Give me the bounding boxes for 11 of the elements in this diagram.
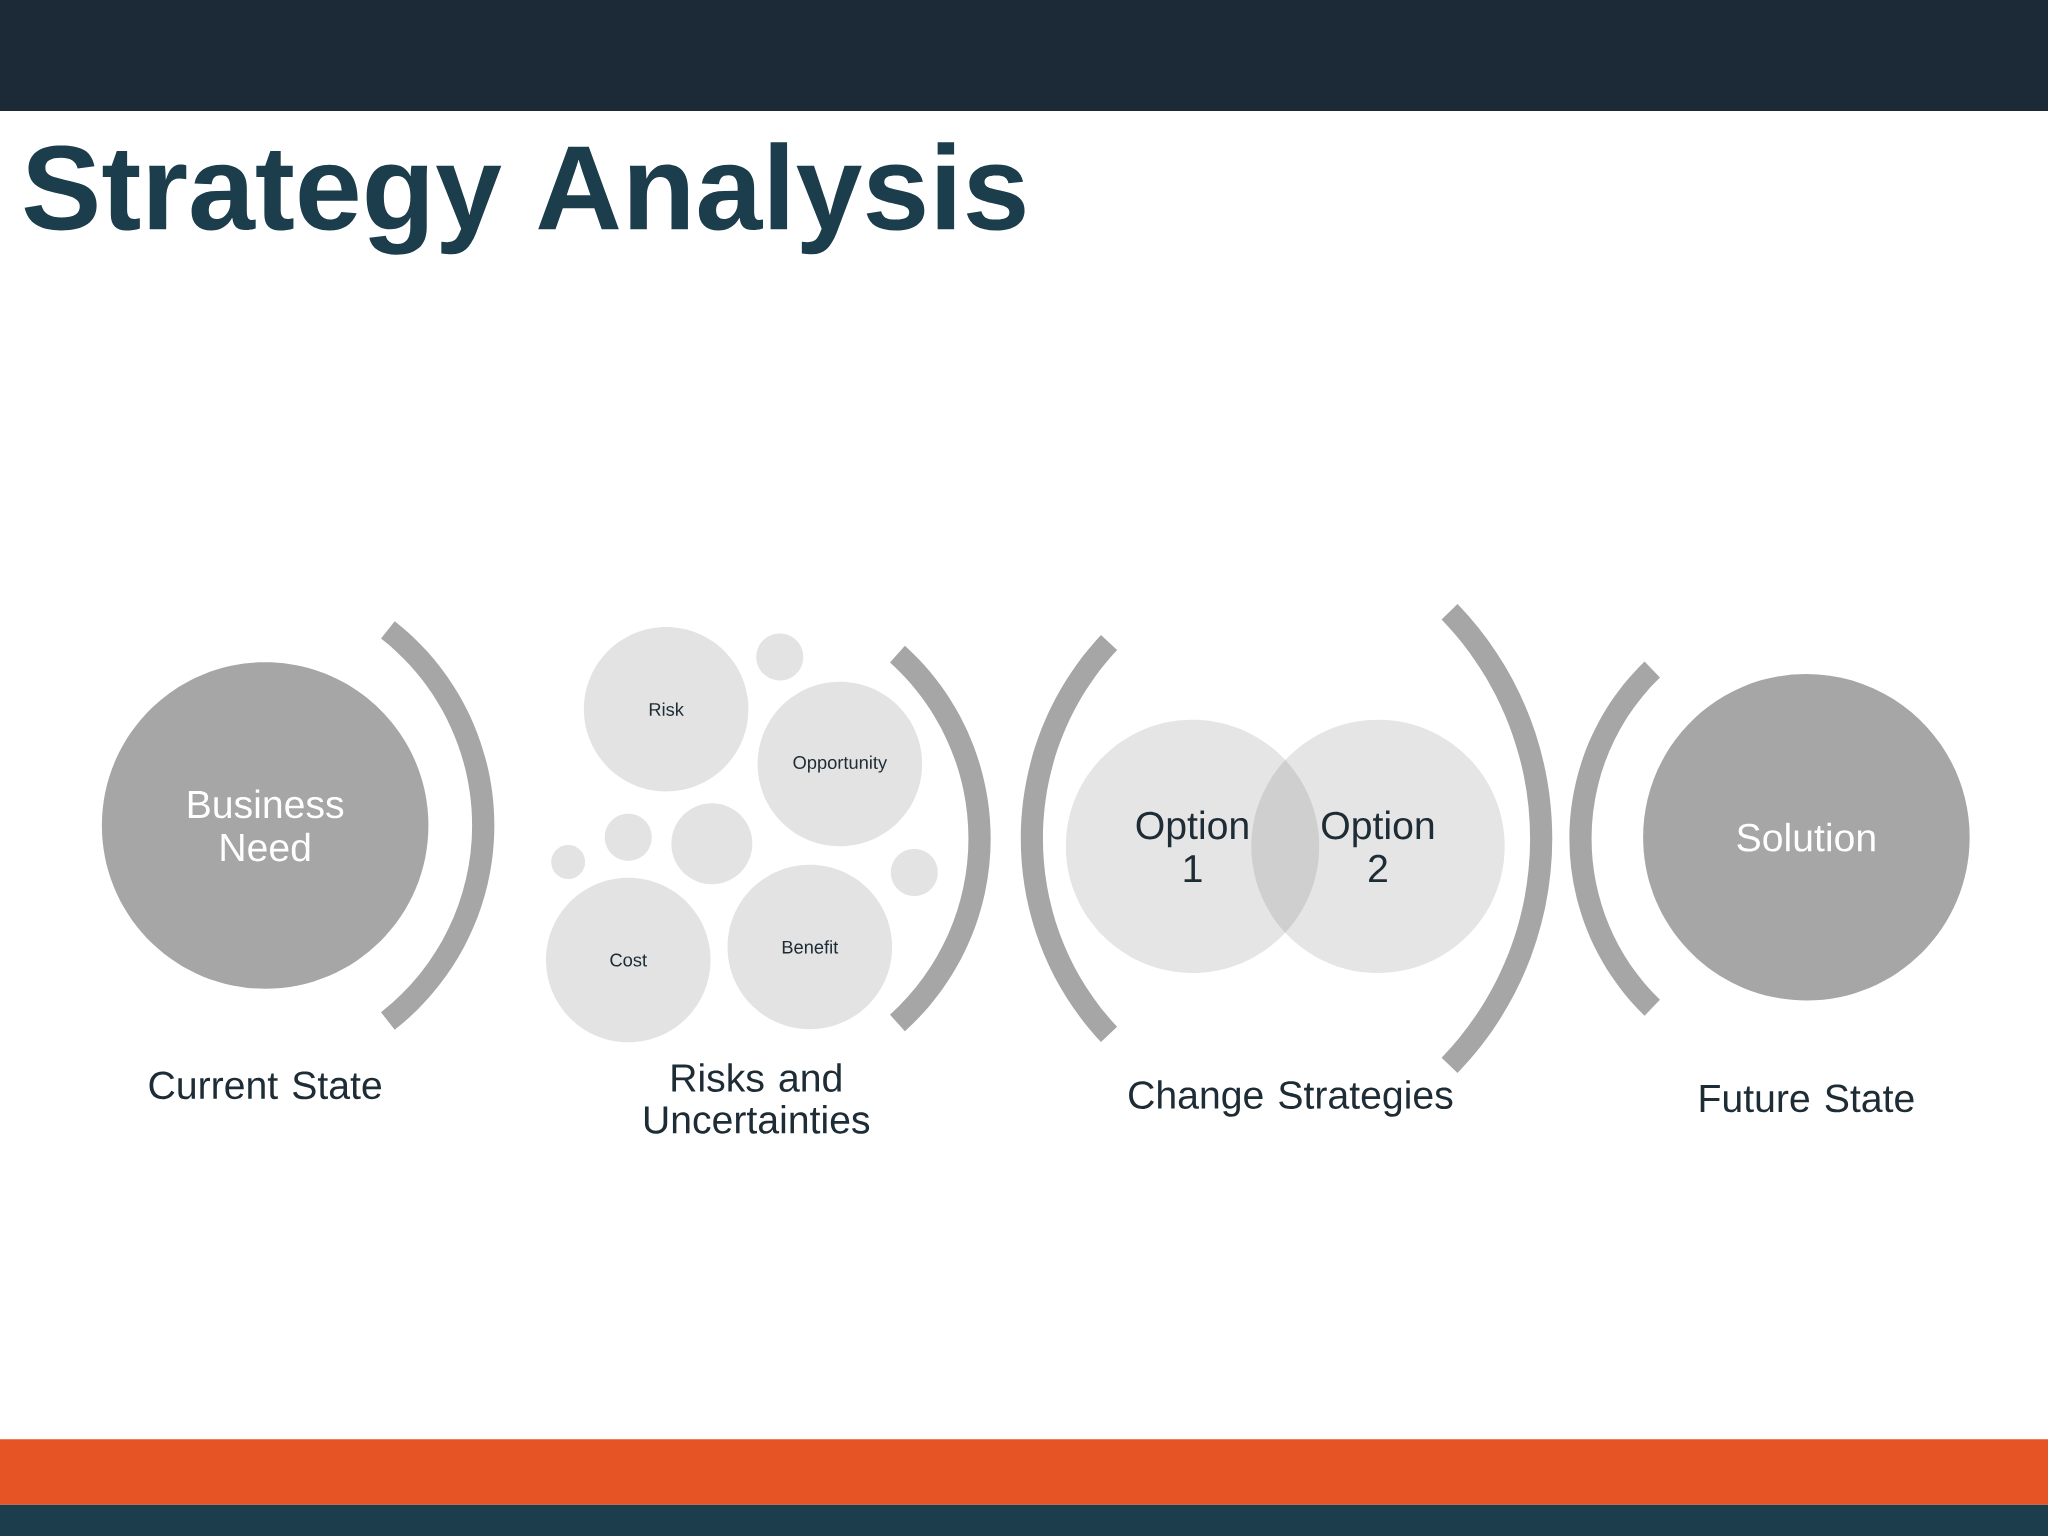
title: Strategy Analysis [24, 142, 1025, 255]
node-label: Option 2 [1322, 810, 1434, 883]
circle [890, 849, 938, 896]
group-label: Current State [149, 1071, 381, 1100]
group-label: Risks and Uncertainties [644, 1063, 870, 1134]
circle [604, 813, 652, 861]
circle [756, 633, 804, 681]
group-label: Change Strategies [1129, 1080, 1453, 1117]
group-label: Future State [1700, 1084, 1914, 1113]
circle [551, 845, 586, 879]
circle [671, 803, 753, 885]
